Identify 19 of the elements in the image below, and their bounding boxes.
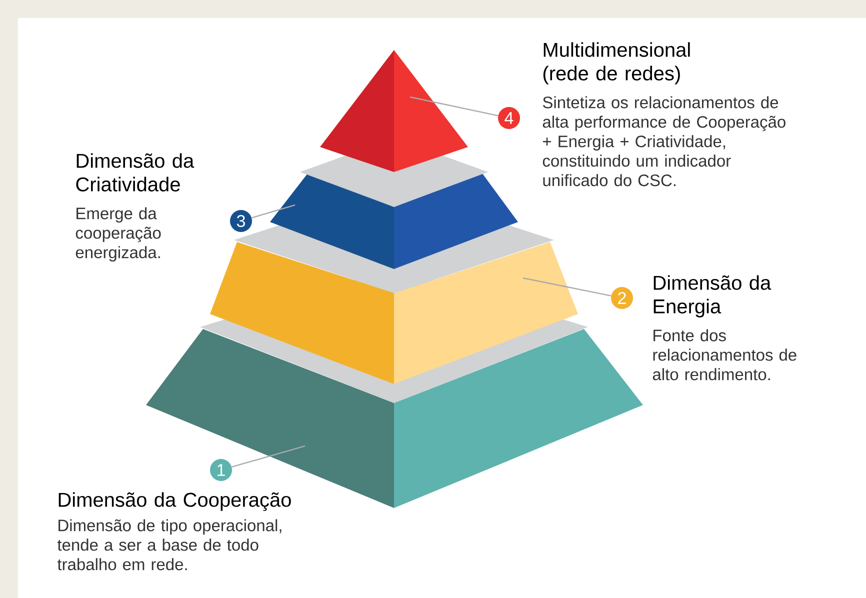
leader-line: [522, 277, 612, 296]
number-badge: 4: [498, 107, 520, 129]
leader-line: [410, 96, 498, 116]
layer-heading: Dimensão da Cooperação: [58, 492, 291, 511]
pyramid-layer: [270, 173, 518, 269]
pyramid-tip: [320, 50, 468, 172]
leader-line: [252, 204, 296, 218]
leader-line: [232, 445, 306, 468]
layer-description: Emerge da cooperação energizada.: [76, 207, 161, 262]
layer-heading: Dimensão da Energia: [654, 275, 772, 318]
layer-description: Dimensão de tipo operacional, tende a ser a base de todo trabalho em rede.: [57, 519, 282, 570]
layer-heading: Dimensão da Criatividade: [76, 153, 194, 192]
pyramid-layer: [210, 242, 578, 384]
layer-heading: Multidimensional (rede de redes): [543, 42, 690, 84]
layer-description: Fonte dos relacionamentos de alto rendimento.: [652, 329, 796, 380]
number-badge: 2: [611, 287, 633, 309]
layer-description: Sintetiza os relacionamentos de alta performance de Cooperação + Energia + Criatividade, constituindo um indicador unificado do CSC.: [542, 96, 786, 186]
number-badge: 3: [230, 210, 252, 232]
number-badge: 1: [210, 459, 232, 481]
